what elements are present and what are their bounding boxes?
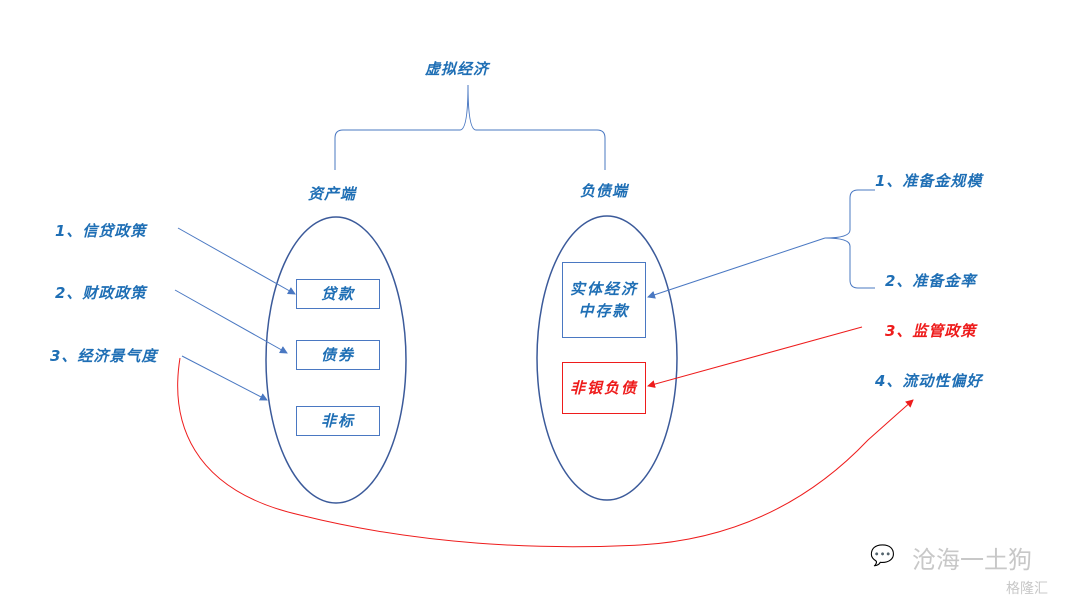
asset-ellipse	[265, 216, 407, 504]
driver-fiscal-policy: 2、财政政策	[55, 284, 147, 302]
right-brace	[824, 189, 875, 289]
title-virtual-economy: 虚拟经济	[425, 60, 490, 78]
bond-box: 债券	[296, 340, 380, 370]
watermark-account: 沧海一土狗	[912, 546, 1032, 574]
driver-economic-sentiment: 3、经济景气度	[50, 347, 158, 365]
deposit-box: 实体经济中存款	[562, 262, 646, 338]
arrow-fiscal-to-bond	[174, 289, 288, 354]
nonstandard-box: 非标	[296, 406, 380, 436]
driver-reserve-scale: 1、准备金规模	[875, 172, 983, 190]
arrow-regulation-to-nonbank	[647, 326, 863, 388]
asset-side-label: 资产端	[308, 185, 357, 203]
driver-reserve-ratio: 2、准备金率	[885, 272, 977, 290]
watermark-source: 格隆汇	[1006, 581, 1048, 597]
arrow-economy-to-nonstandard	[181, 355, 268, 401]
nonbank-liability-box: 非银负债	[562, 362, 646, 414]
driver-liquidity-preference: 4、流动性偏好	[875, 372, 983, 390]
driver-credit-policy: 1、信贷政策	[55, 222, 147, 240]
arrow-economy-to-liquidity	[177, 357, 914, 548]
top-brace	[334, 84, 606, 170]
arrow-reserve-to-deposit	[647, 237, 826, 299]
liability-side-label: 负债端	[580, 182, 629, 200]
wechat-icon: 💬	[870, 543, 895, 567]
arrow-credit-to-loan	[177, 227, 296, 295]
driver-regulatory-policy: 3、监管政策	[885, 322, 977, 340]
liability-ellipse	[536, 215, 678, 501]
loan-box: 贷款	[296, 279, 380, 309]
